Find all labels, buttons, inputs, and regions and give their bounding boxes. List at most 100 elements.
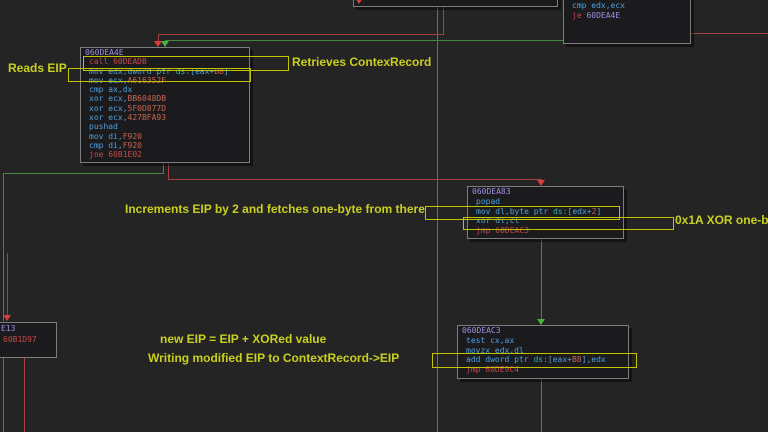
instruction-row[interactable]: pushad: [81, 122, 249, 131]
instruction-segment: F920: [122, 131, 142, 141]
edge-green-bottom-exit: [541, 377, 542, 432]
instruction-segment: test cx,ax: [466, 335, 515, 345]
instruction-row[interactable]: add dword ptr ds:[eax+B8],edx: [458, 355, 628, 365]
block-address[interactable]: 060DEA4E: [81, 48, 249, 57]
instruction-row[interactable]: xor ecx,BB6048DB: [81, 94, 249, 103]
annotation-writing-eip: Writing modified EIP to ContextRecord->E…: [148, 351, 400, 365]
instruction-segment: cmp edx,ecx: [572, 1, 625, 10]
instruction-segment: B8: [214, 66, 224, 76]
edge-green-long-vertical: [437, 5, 438, 432]
instruction-row[interactable]: jmp 60DEAC3: [468, 226, 623, 236]
edge-red-main-to-mid: [168, 179, 542, 180]
instruction-row[interactable]: test cx,ax: [458, 336, 628, 346]
instruction-segment: jmp 60DEAC3: [476, 226, 529, 236]
block-address[interactable]: E13: [0, 323, 56, 334]
instruction-row[interactable]: movzx edx,dl: [458, 346, 628, 356]
instruction-segment: ds:: [553, 206, 568, 216]
edge-red-topright-east: [658, 33, 768, 34]
instruction-segment: ds:: [533, 355, 548, 365]
highlight-box-mov-dl-line: [425, 206, 620, 220]
instruction-segment: F920: [122, 140, 142, 150]
instruction-segment: 5F0D877D: [127, 103, 167, 113]
instruction-segment: je: [572, 11, 587, 20]
instruction-segment: ],edx: [581, 355, 606, 365]
instruction-segment: popad: [476, 196, 501, 206]
instruction-segment: xor ecx,: [89, 113, 128, 123]
instruction-segment: mov dl,byte ptr: [476, 206, 554, 216]
annotation-reads-eip: Reads EIP: [8, 61, 67, 75]
edge-green-down-left-side: [3, 173, 4, 321]
instruction-segment: xor ecx,: [89, 103, 128, 113]
instruction-segment: xor dl,cl: [476, 216, 520, 226]
instruction-segment: [eax+: [190, 66, 215, 76]
instruction-segment: 60DEA4E: [586, 11, 621, 20]
highlight-box-add-line: [432, 353, 637, 368]
instruction-row[interactable]: cmp di,F920: [81, 141, 249, 150]
arrowhead-red-main-block: [154, 41, 162, 47]
instruction-row[interactable]: xor dl,cl: [468, 216, 623, 226]
instruction-row[interactable]: mov di,F920: [81, 132, 249, 141]
instruction-segment: mov edx,dword ptr: [89, 66, 176, 76]
instruction-row[interactable]: popad: [468, 197, 623, 207]
basic-block-top-center-cutoff[interactable]: [353, 0, 558, 7]
arrowhead-red-mid-block: [537, 180, 545, 186]
instruction-segment: BB6048DB: [127, 94, 167, 104]
instruction-segment: ]: [223, 66, 229, 76]
annotation-xor-one-byte: 0x1A XOR one-byte: [675, 213, 768, 227]
edge-green-below-leftblock: [3, 356, 4, 432]
instruction-segment: jne 60B1E02: [89, 150, 142, 160]
instruction-row[interactable]: call 60DEADB: [81, 57, 249, 66]
edge-green-mid-to-bottom: [541, 237, 542, 319]
instruction-row[interactable]: xor ecx,5F0D877D: [81, 104, 249, 113]
edge-red-main-exit: [168, 161, 169, 179]
instruction-segment: mov di,: [89, 131, 123, 141]
instruction-segment: ds:: [175, 66, 191, 76]
arrowhead-red-left-block: [3, 315, 11, 321]
basic-block-left-cutoff[interactable]: E13 60B1D97: [0, 322, 57, 358]
edge-green-main-exit: [163, 161, 164, 173]
edge-red-topcenter-down: [443, 5, 444, 34]
block-address[interactable]: 060DEA83: [468, 187, 623, 197]
instruction-row[interactable]: cmp ax,dx: [81, 85, 249, 94]
annotation-new-eip: new EIP = EIP + XORed value: [160, 332, 327, 346]
instruction-segment: 060DEA83: [472, 187, 511, 196]
instruction-segment: 060DEAC3: [462, 326, 501, 335]
instruction-segment: [edx+: [567, 206, 592, 216]
block-address[interactable]: 060DEAC3: [458, 326, 628, 336]
edge-red-into-main: [158, 34, 159, 42]
edge-red-below-leftblock: [24, 356, 25, 432]
instruction-segment: E13: [1, 324, 16, 333]
instruction-segment: pushad: [89, 122, 118, 132]
instruction-segment: jmp 60DE9C4: [466, 365, 519, 375]
instruction-segment: call 60DEADB: [89, 57, 147, 67]
arrowhead-green-main-block: [161, 41, 169, 47]
highlight-box-xor-dl-line: [463, 217, 674, 230]
instruction-segment: 2: [591, 206, 597, 216]
instruction-row[interactable]: jne 60B1E02: [81, 150, 249, 159]
edge-red-into-leftblock: [7, 253, 8, 315]
arrowhead-red-topcenter-block: [355, 0, 363, 4]
instruction-row[interactable]: jmp 60DE9C4: [458, 365, 628, 375]
instruction-segment: movzx edx,dl: [466, 345, 524, 355]
instruction-row[interactable]: je 60DEA4E: [564, 11, 690, 21]
instruction-segment: 060DEA4E: [85, 48, 124, 57]
instruction-segment: [eax+: [547, 355, 572, 365]
arrowhead-green-bottom-block: [537, 319, 545, 325]
instruction-segment: 427BFA93: [127, 113, 167, 123]
edge-green-main-left: [3, 173, 164, 174]
instruction-segment: ]: [596, 206, 602, 216]
edge-green-topright-horizontal: [165, 40, 653, 41]
instruction-row[interactable]: mov ecx,A616352F: [81, 76, 249, 85]
instruction-row[interactable]: 60B1D97: [0, 334, 56, 345]
instruction-row[interactable]: cmp edx,ecx: [564, 1, 690, 11]
instruction-row[interactable]: mov dl,byte ptr ds:[edx+2]: [468, 207, 623, 217]
instruction-segment: 60B1D97: [3, 335, 37, 344]
instruction-row[interactable]: xor ecx,427BFA93: [81, 113, 249, 122]
instruction-segment: cmp di,: [89, 140, 123, 150]
instruction-row[interactable]: mov edx,dword ptr ds:[eax+B8]: [81, 67, 249, 76]
